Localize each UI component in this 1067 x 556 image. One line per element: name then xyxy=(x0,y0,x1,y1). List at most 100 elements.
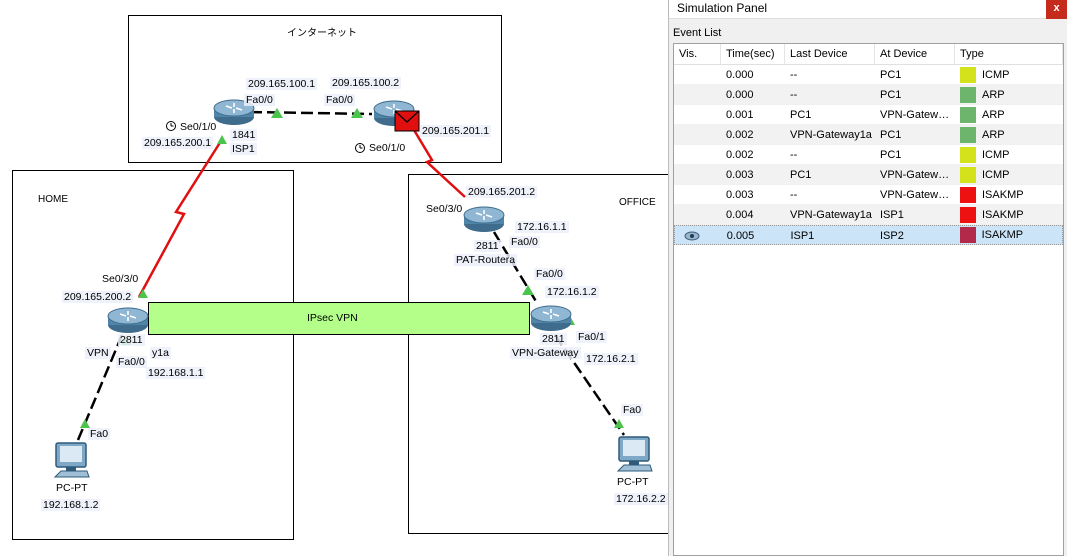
event-vis[interactable] xyxy=(674,185,721,204)
clock-icon xyxy=(166,121,176,131)
event-at-device: PC1 xyxy=(880,89,902,101)
event-type: ARP xyxy=(955,85,1063,104)
event-at-device: VPN-Gatew… xyxy=(880,189,950,201)
event-last-device: -- xyxy=(790,89,798,101)
event-type: ISAKMP xyxy=(955,226,1062,244)
column-header-last-device[interactable]: Last Device xyxy=(785,44,875,64)
event-at-device: PC1 xyxy=(880,149,902,161)
event-time: 0.000 xyxy=(726,89,754,101)
area-internet[interactable] xyxy=(128,15,502,163)
router-home-vpn-gateway[interactable] xyxy=(106,305,150,335)
panel-title: Simulation Panel xyxy=(677,1,768,15)
event-type-label: ARP xyxy=(982,88,1005,101)
event-vis[interactable] xyxy=(674,105,721,124)
link-isp2-pat-serial xyxy=(412,129,466,198)
event-time: 0.004 xyxy=(726,209,754,221)
event-at-device: ISP2 xyxy=(879,230,904,242)
event-at-device: PC1 xyxy=(880,129,902,141)
event-time: 0.002 xyxy=(726,129,754,141)
area-office-title: OFFICE xyxy=(619,197,656,208)
isp2-fa-ip: 209.165.100.2 xyxy=(330,77,402,89)
pat-model: 2811 xyxy=(474,240,501,252)
event-vis[interactable] xyxy=(674,205,721,224)
event-vis[interactable] xyxy=(674,145,721,164)
area-home-title: HOME xyxy=(38,194,68,205)
vpngw-fa1-ip: 172.16.2.1 xyxy=(584,353,638,365)
simulation-panel: Simulation Panel x Event List Vis. Time(… xyxy=(668,0,1067,556)
event-type-label: ICMP xyxy=(982,168,1010,181)
home-fa-ip: 192.168.1.1 xyxy=(146,367,206,379)
event-row[interactable]: 0.003--VPN-Gatew…ISAKMP xyxy=(674,185,1063,205)
column-header-at-device[interactable]: At Device xyxy=(875,44,955,64)
port-indicator xyxy=(217,135,227,144)
pc-office[interactable] xyxy=(616,436,654,472)
isp1-se-port: Se0/1/0 xyxy=(180,121,217,133)
area-home[interactable] xyxy=(12,170,294,540)
router-icon xyxy=(107,307,149,333)
column-header-type[interactable]: Type xyxy=(955,44,1063,64)
pc-home[interactable] xyxy=(53,442,91,478)
event-type-label: ARP xyxy=(982,128,1005,141)
event-vis[interactable] xyxy=(675,226,722,244)
router-icon xyxy=(463,206,505,232)
event-vis[interactable] xyxy=(674,125,721,144)
vpngw-name: VPN-Gateway xyxy=(510,347,581,359)
router-vpn-gateway[interactable] xyxy=(529,303,573,333)
event-type-color-swatch xyxy=(960,206,976,223)
event-type: ARP xyxy=(955,105,1063,124)
event-type-color-swatch xyxy=(960,66,976,83)
vpngw-fa1-port: Fa0/1 xyxy=(576,331,607,343)
event-at-device: VPN-Gatew… xyxy=(880,109,950,121)
clock-icon xyxy=(355,143,365,153)
pc1-ip: 192.168.1.2 xyxy=(41,499,101,511)
event-row[interactable]: 0.000 -- PC1 ARP xyxy=(674,85,1063,105)
pc2-ip: 172.16.2.2 xyxy=(614,493,668,505)
event-at-device: ISP1 xyxy=(880,209,904,221)
panel-titlebar[interactable]: Simulation Panel x xyxy=(669,0,1067,19)
pdu-envelope-icon[interactable] xyxy=(394,110,420,132)
home-se-port: Se0/3/0 xyxy=(102,273,139,285)
pc1-model: PC-PT xyxy=(56,482,88,494)
topology-canvas[interactable]: インターネット HOME OFFICE IPsec VPN xyxy=(0,0,669,556)
close-button[interactable]: x xyxy=(1046,0,1067,19)
ipsec-vpn-label: IPsec VPN xyxy=(307,312,358,324)
event-type-label: ICMP xyxy=(982,68,1010,81)
event-type-color-swatch xyxy=(960,86,976,103)
port-indicator xyxy=(271,108,283,118)
home-model: 2811 xyxy=(118,334,145,346)
event-type-label: ARP xyxy=(982,108,1005,121)
ipsec-vpn-tunnel[interactable] xyxy=(148,302,530,335)
event-vis[interactable] xyxy=(674,165,721,184)
event-type: ICMP xyxy=(955,65,1063,84)
router-pat[interactable] xyxy=(462,204,506,234)
event-last-device: VPN-Gateway1a xyxy=(790,209,872,221)
pat-fa-ip: 172.16.1.1 xyxy=(515,221,569,233)
eye-icon xyxy=(684,231,700,241)
event-at-device: PC1 xyxy=(880,69,902,81)
isp1-fa-port: Fa0/0 xyxy=(244,94,275,106)
column-header-vis[interactable]: Vis. xyxy=(674,44,721,64)
pc2-fa-port: Fa0 xyxy=(621,404,644,416)
event-vis[interactable] xyxy=(674,85,721,104)
event-type: ICMP xyxy=(955,145,1063,164)
port-indicator xyxy=(351,108,363,118)
isp1-fa-ip: 209.165.100.1 xyxy=(246,78,318,90)
port-indicator xyxy=(614,419,624,428)
event-type: ARP xyxy=(955,125,1063,144)
event-last-device: -- xyxy=(790,149,798,161)
event-last-device: -- xyxy=(790,69,798,81)
home-name-right: y1a xyxy=(150,347,171,359)
links-layer xyxy=(76,108,626,441)
event-vis[interactable] xyxy=(674,65,721,84)
pc2-model: PC-PT xyxy=(617,476,649,488)
column-header-time[interactable]: Time(sec) xyxy=(721,44,785,64)
isp1-model: 1841 xyxy=(230,129,258,141)
event-time: 0.003 xyxy=(726,189,754,201)
